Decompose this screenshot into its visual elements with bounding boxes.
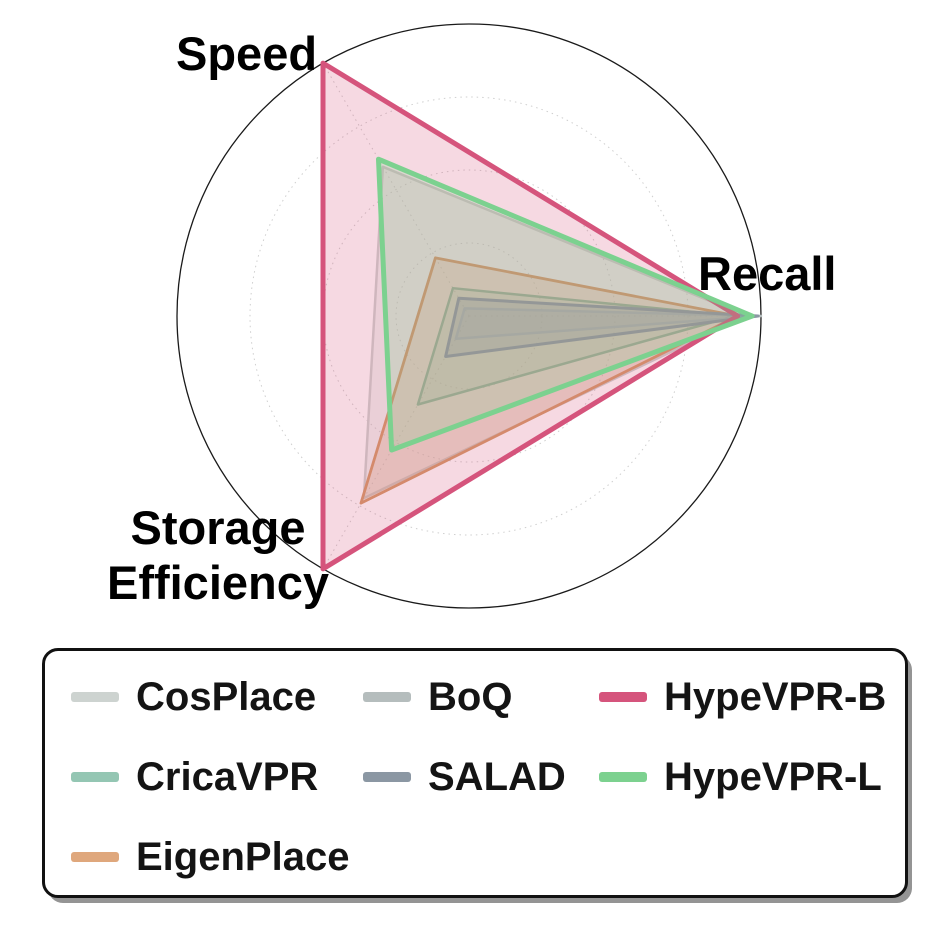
legend-item-cricavpr: CricaVPR	[71, 757, 363, 797]
cosplace-swatch	[71, 692, 119, 702]
eigenplace-swatch	[71, 852, 119, 862]
series-hypevpr-b	[320, 60, 741, 572]
series-hypevpr-l	[375, 156, 755, 453]
hypevpr-b-swatch	[599, 692, 647, 702]
series-boq	[454, 307, 763, 341]
cricavpr-swatch	[71, 772, 119, 782]
legend-item-salad: SALAD	[363, 757, 599, 797]
legend-column-2: BoQ SALAD	[363, 677, 599, 877]
axis-label-speed: Speed	[176, 27, 318, 80]
radar-chart	[176, 23, 763, 609]
salad-swatch	[363, 772, 411, 782]
hypevpr-l-swatch	[599, 772, 647, 782]
legend-label: SALAD	[428, 755, 566, 799]
grid-spoke	[322, 62, 470, 317]
legend-label: CricaVPR	[136, 755, 319, 799]
series-salad	[444, 296, 760, 358]
legend-item-cosplace: CosPlace	[71, 677, 363, 717]
legend-item-hypevpr-l: HypeVPR-L	[599, 757, 891, 797]
legend: CosPlace CricaVPR EigenPlace BoQ SALAD	[42, 648, 908, 898]
axis-label-recall: Recall	[698, 247, 837, 300]
grid-spoke	[322, 315, 470, 570]
grid-ring	[249, 96, 689, 536]
boq-swatch	[363, 692, 411, 702]
legend-label: EigenPlace	[136, 835, 350, 879]
legend-item-eigenplace: EigenPlace	[71, 837, 363, 877]
legend-item-boq: BoQ	[363, 677, 599, 717]
legend-label: HypeVPR-L	[664, 755, 882, 799]
legend-label: BoQ	[428, 675, 513, 719]
legend-item-hypevpr-b: HypeVPR-B	[599, 677, 891, 717]
legend-column-1: CosPlace CricaVPR EigenPlace	[71, 677, 363, 877]
legend-column-3: HypeVPR-B HypeVPR-L	[599, 677, 891, 877]
legend-label: CosPlace	[136, 675, 317, 719]
legend-label: HypeVPR-B	[664, 675, 887, 719]
series-cricavpr	[416, 286, 736, 406]
axis-label-storage-efficiency: Storage Efficiency	[106, 501, 330, 610]
grid-ring	[322, 169, 616, 463]
